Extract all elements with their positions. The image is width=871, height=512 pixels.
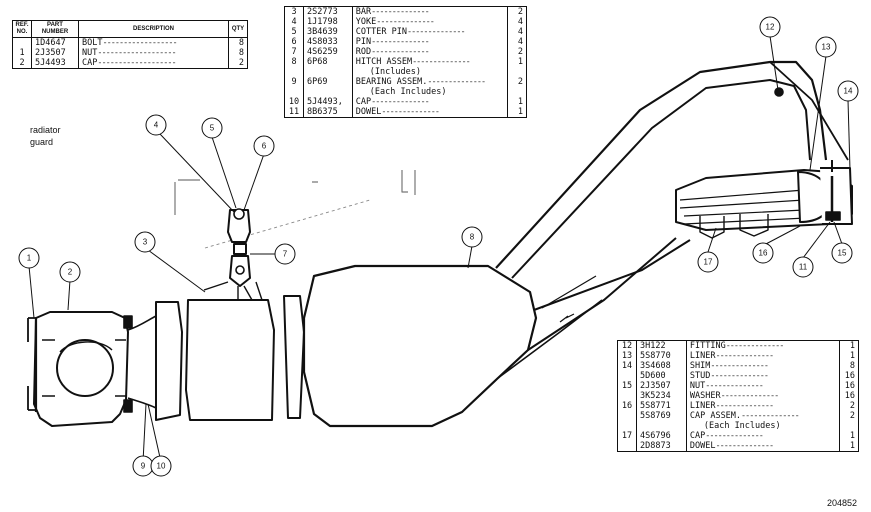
callout-14: 14 [837,80,859,102]
callout-1: 1 [18,247,40,269]
header-ref-no: REF. NO. [12,20,32,38]
table-row: (Each Includes) [617,421,859,431]
radiator-guard-note: radiator guard [30,125,61,147]
header-part-number: PART NUMBER [31,20,79,38]
svg-text:6: 6 [262,142,267,151]
table-row: (Each Includes) [284,87,527,97]
svg-text:4: 4 [154,121,159,130]
callout-8: 8 [461,226,483,248]
callout-6: 6 [253,135,275,157]
callout-2: 2 [59,261,81,283]
svg-text:7: 7 [283,250,288,259]
header-description: DESCRIPTION [78,20,229,38]
callout-4: 4 [145,114,167,136]
svg-text:12: 12 [766,23,775,32]
table-row: (Includes) [284,67,527,77]
callout-16: 16 [752,242,774,264]
svg-text:16: 16 [759,249,768,258]
figure-number: 204852 [826,498,857,508]
svg-text:17: 17 [704,258,713,267]
svg-text:15: 15 [838,249,847,258]
svg-text:5: 5 [210,124,215,133]
callout-12: 12 [759,16,781,38]
svg-text:13: 13 [822,43,831,52]
table-row: 1 2J3507 NUT------------------- 8 [12,48,248,58]
table-row: 1D4647 BOLT------------------ 8 [12,37,248,48]
svg-text:14: 14 [844,87,853,96]
callout-11: 11 [792,256,814,278]
svg-text:8: 8 [470,233,475,242]
svg-text:2: 2 [68,268,73,277]
svg-text:9: 9 [141,462,146,471]
svg-text:10: 10 [157,462,166,471]
callout-5: 5 [201,117,223,139]
svg-text:3: 3 [143,238,148,247]
svg-text:1: 1 [27,254,32,263]
header-qty: QTY [228,20,248,38]
callout-10: 10 [150,455,172,477]
callout-15: 15 [831,242,853,264]
svg-text:11: 11 [799,263,808,272]
callout-3: 3 [134,231,156,253]
parts-table-top-left: REF. NO. PART NUMBER DESCRIPTION QTY 1D4… [12,20,248,69]
callout-13: 13 [815,36,837,58]
table-row: 2 5J4493 CAP------------------- 2 [12,58,248,69]
callout-9: 9 [132,455,154,477]
callout-17: 17 [697,251,719,273]
callout-7: 7 [274,243,296,265]
